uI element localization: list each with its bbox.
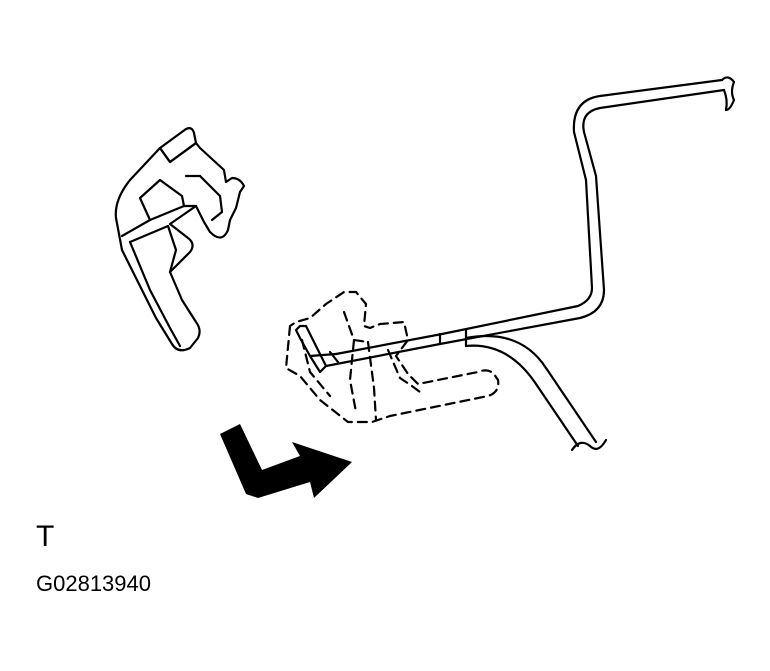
- clip-part-icon: [114, 127, 246, 352]
- fuel-pipe-icon: [294, 76, 736, 452]
- clip-installed-position-icon: [284, 290, 500, 424]
- figure-code: G02813940: [36, 571, 151, 596]
- installation-direction-arrow-icon: [220, 424, 352, 498]
- view-label: T: [36, 520, 55, 553]
